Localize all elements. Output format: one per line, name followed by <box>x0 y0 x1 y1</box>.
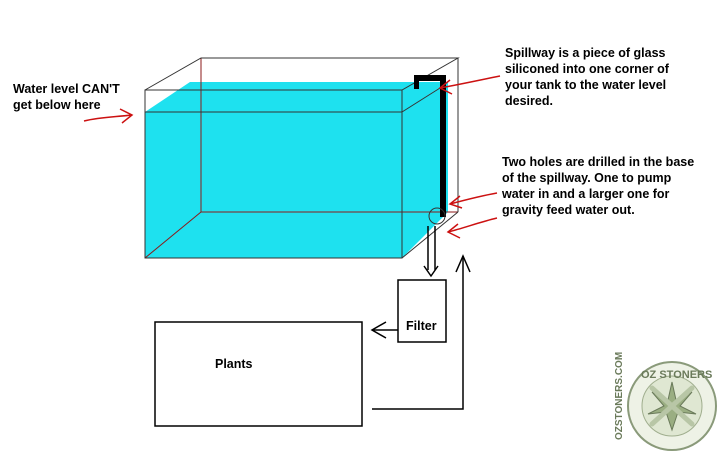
holes-note-line-1: Two holes are drilled in the base <box>502 155 694 169</box>
drain-holes <box>428 207 446 225</box>
drain-arrowhead <box>423 265 439 278</box>
fish-tank <box>144 57 460 259</box>
water-level-note: Water level CAN'T get below here <box>13 82 123 112</box>
water-side <box>402 82 448 258</box>
spillway-arrow <box>439 75 501 89</box>
plants-box <box>154 321 363 427</box>
spillway-note: Spillway is a piece of glass siliconed i… <box>505 46 672 108</box>
return-arrowhead <box>455 254 471 273</box>
holes-note: Two holes are drilled in the base of the… <box>501 155 698 217</box>
return-line <box>372 256 464 410</box>
water-surface <box>145 82 448 112</box>
holes-note-line-4: gravity feed water out. <box>502 203 635 217</box>
water-body <box>145 112 402 258</box>
watermark-side-text: OZSTONERS.COM <box>614 352 625 440</box>
holes-note-line-2: of the spillway. One to pump <box>502 171 672 185</box>
watermark-logo-text: OZ STONERS <box>641 369 712 381</box>
spillway-note-line-2: siliconed into one corner of <box>505 62 670 76</box>
plumbing <box>370 226 471 410</box>
holes-arrow-upper <box>449 192 498 205</box>
filter-to-plants-arrowhead <box>370 321 387 339</box>
filter-label: Filter <box>406 319 437 333</box>
filter-box <box>397 279 447 343</box>
spillway <box>414 75 446 225</box>
holes-note-line-3: water in and a larger one for <box>501 187 670 201</box>
water-level-arrow <box>83 114 133 122</box>
tank-front-face <box>144 89 403 259</box>
spillway-note-line-3: your tank to the water level <box>505 78 666 92</box>
water-level-note-line-2: get below here <box>13 98 101 112</box>
ozstoners-watermark: OZSTONERS.COM OZ STONERS <box>614 352 717 451</box>
spillway-note-line-1: Spillway is a piece of glass <box>505 46 666 60</box>
annotation-arrows <box>83 75 501 239</box>
water-level-note-line-1: Water level CAN'T <box>13 82 120 96</box>
plants-label: Plants <box>215 357 253 371</box>
spillway-note-line-4: desired. <box>505 94 553 108</box>
holes-arrow-lower <box>447 217 498 233</box>
